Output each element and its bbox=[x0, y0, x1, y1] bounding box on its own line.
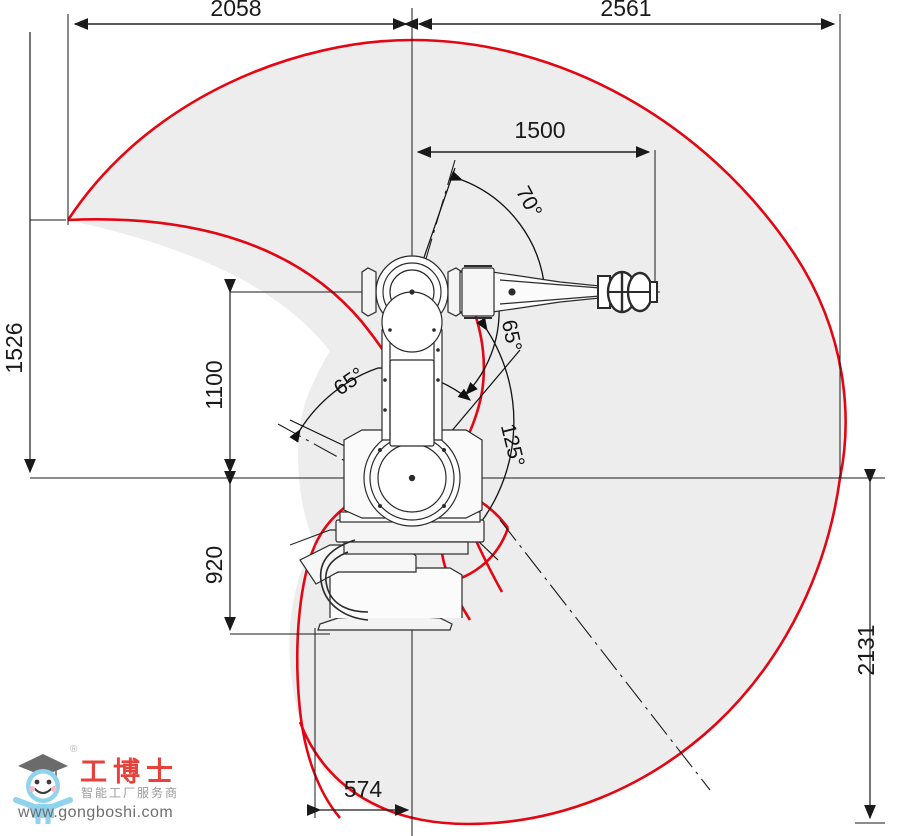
watermark-registered-mark: ® bbox=[70, 744, 78, 755]
dimension-2561 bbox=[417, 14, 841, 478]
dimension-920 bbox=[224, 470, 330, 635]
angle-arc-125 bbox=[465, 317, 515, 541]
robot-wrist-flange bbox=[597, 270, 658, 314]
dimension-label-1526: 1526 bbox=[1, 322, 27, 373]
dimension-label-2561: 2561 bbox=[600, 0, 651, 21]
watermark-url: www.gongboshi.com bbox=[18, 804, 174, 821]
dimension-label-2058: 2058 bbox=[210, 0, 261, 21]
angle-label-125: 125° bbox=[496, 422, 529, 470]
dimension-label-920: 920 bbox=[201, 546, 227, 584]
dimension-label-1500: 1500 bbox=[514, 117, 565, 143]
dimension-label-574: 574 bbox=[344, 776, 383, 802]
robot-elbow-j3 bbox=[361, 255, 463, 353]
watermark-tagline: 智能工厂服务商 bbox=[81, 786, 180, 800]
dimension-1526 bbox=[24, 32, 66, 479]
angle-label-65-upper: 65° bbox=[497, 318, 526, 354]
angle-label-65-lower: 65° bbox=[330, 363, 369, 400]
watermark-brand: 工博士 bbox=[80, 757, 179, 788]
angle-arc-70 bbox=[449, 170, 550, 294]
robot-upper-arm bbox=[459, 265, 601, 319]
robot-assembly bbox=[289, 255, 658, 631]
robot-cable-guide bbox=[319, 539, 369, 621]
dimension-label-2131: 2131 bbox=[853, 624, 879, 675]
dimension-2058 bbox=[67, 14, 419, 225]
robot-lower-arm bbox=[381, 321, 443, 447]
dimension-2131 bbox=[855, 468, 885, 824]
dimension-label-1100: 1100 bbox=[201, 360, 227, 409]
watermark: ® 工博士 智能工厂服务商 www.gongboshi.com bbox=[8, 744, 223, 830]
envelope-outer-boundary bbox=[66, 38, 847, 826]
dimension-1100 bbox=[224, 278, 330, 474]
angle-label-70: 70° bbox=[511, 183, 546, 222]
watermark-mascot-icon bbox=[13, 754, 73, 827]
robot-shoulder-j2 bbox=[343, 429, 483, 527]
dimension-1500 bbox=[416, 146, 656, 288]
dimension-574 bbox=[306, 628, 410, 818]
